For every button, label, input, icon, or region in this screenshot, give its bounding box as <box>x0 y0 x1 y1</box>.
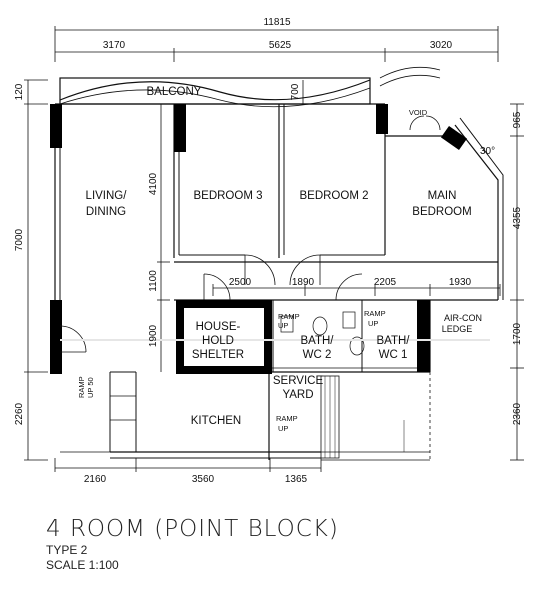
label-bedroom-2: BEDROOM 2 <box>299 190 368 202</box>
room-labels: BALCONY VOID LIVING/ DINING BEDROOM 3 BE… <box>86 86 482 427</box>
label-void: VOID <box>409 108 428 117</box>
plan-title: 4 ROOM (POINT BLOCK) <box>46 516 339 542</box>
label-balcony: BALCONY <box>147 86 202 98</box>
label-bath-1-2: WC 1 <box>379 349 408 361</box>
dim-right-3: 1700 <box>512 322 523 345</box>
title-block: 4 ROOM (POINT BLOCK) TYPE 2 SCALE 1:100 <box>46 515 339 573</box>
note-ramp-up-50-1: RAMP <box>77 376 86 398</box>
dim-top-2: 5625 <box>269 40 292 51</box>
dim-inner-left-2: 1100 <box>148 270 159 292</box>
dim-right-1: 965 <box>512 111 523 128</box>
label-living-dining-2: DINING <box>86 206 126 218</box>
label-living-dining-1: LIVING/ <box>86 190 128 202</box>
dim-left-3: 2260 <box>14 402 25 425</box>
watermark-band <box>60 339 490 341</box>
label-bath-1-1: BATH/ <box>376 335 410 347</box>
dim-right-4: 2360 <box>512 402 523 425</box>
label-household-shelter-3: SHELTER <box>192 349 244 361</box>
dim-top-3: 3020 <box>430 40 453 51</box>
structural-columns <box>50 104 468 374</box>
label-service-yard-2: YARD <box>282 389 313 401</box>
note-ramp-up-bath2-b: UP <box>278 321 288 330</box>
note-ramp-up-bath1-b: UP <box>368 319 378 328</box>
dim-top-1: 3170 <box>103 40 126 51</box>
note-ramp-up-bath2-a: RAMP <box>278 312 300 321</box>
ramp-notes: RAMP UP RAMP UP RAMP UP RAMP UP 50 30° <box>77 146 495 433</box>
note-ramp-up-yard-a: RAMP <box>276 414 298 423</box>
plan-type: TYPE 2 <box>46 543 88 557</box>
label-kitchen: KITCHEN <box>191 415 241 427</box>
walls <box>54 77 504 461</box>
label-household-shelter-2: HOLD <box>202 335 234 347</box>
dim-mid-1: 2500 <box>229 277 252 288</box>
dim-bottom-2: 3560 <box>192 474 215 485</box>
label-bath-2-2: WC 2 <box>303 349 332 361</box>
plan-scale: SCALE 1:100 <box>46 558 119 572</box>
label-bath-2-1: BATH/ <box>300 335 334 347</box>
label-bedroom-3: BEDROOM 3 <box>193 190 262 202</box>
fixtures <box>280 311 365 356</box>
note-ramp-up-50-2: UP 50 <box>86 377 95 398</box>
dim-bottom-1: 2160 <box>84 474 107 485</box>
label-main-bedroom-1: MAIN <box>428 190 457 202</box>
note-angle: 30° <box>480 146 495 157</box>
label-service-yard-1: SERVICE <box>273 375 324 387</box>
dim-inner-left-1: 4100 <box>148 172 159 195</box>
dimension-lines <box>24 26 524 472</box>
note-ramp-up-bath1-a: RAMP <box>364 309 386 318</box>
dim-mid-3: 2205 <box>374 277 397 288</box>
dim-right-2: 4355 <box>512 206 523 229</box>
dim-balcony-depth: 700 <box>290 83 301 100</box>
doors <box>59 66 441 353</box>
label-main-bedroom-2: BEDROOM <box>412 206 471 218</box>
dim-mid-2: 1890 <box>292 277 315 288</box>
label-aircon-2: LEDGE <box>442 324 473 334</box>
label-aircon-1: AIR-CON <box>444 313 482 323</box>
label-household-shelter-1: HOUSE- <box>196 321 241 333</box>
dim-left-2: 7000 <box>14 228 25 251</box>
dim-bottom-3: 1365 <box>285 474 308 485</box>
dimension-labels: 11815 3170 5625 3020 2160 3560 1365 2500… <box>14 17 523 485</box>
dim-left-1: 120 <box>14 83 25 100</box>
dim-mid-4: 1930 <box>449 277 472 288</box>
note-ramp-up-yard-b: UP <box>278 424 288 433</box>
dim-inner-left-3: 1900 <box>148 324 159 347</box>
dim-total-width: 11815 <box>263 17 291 28</box>
